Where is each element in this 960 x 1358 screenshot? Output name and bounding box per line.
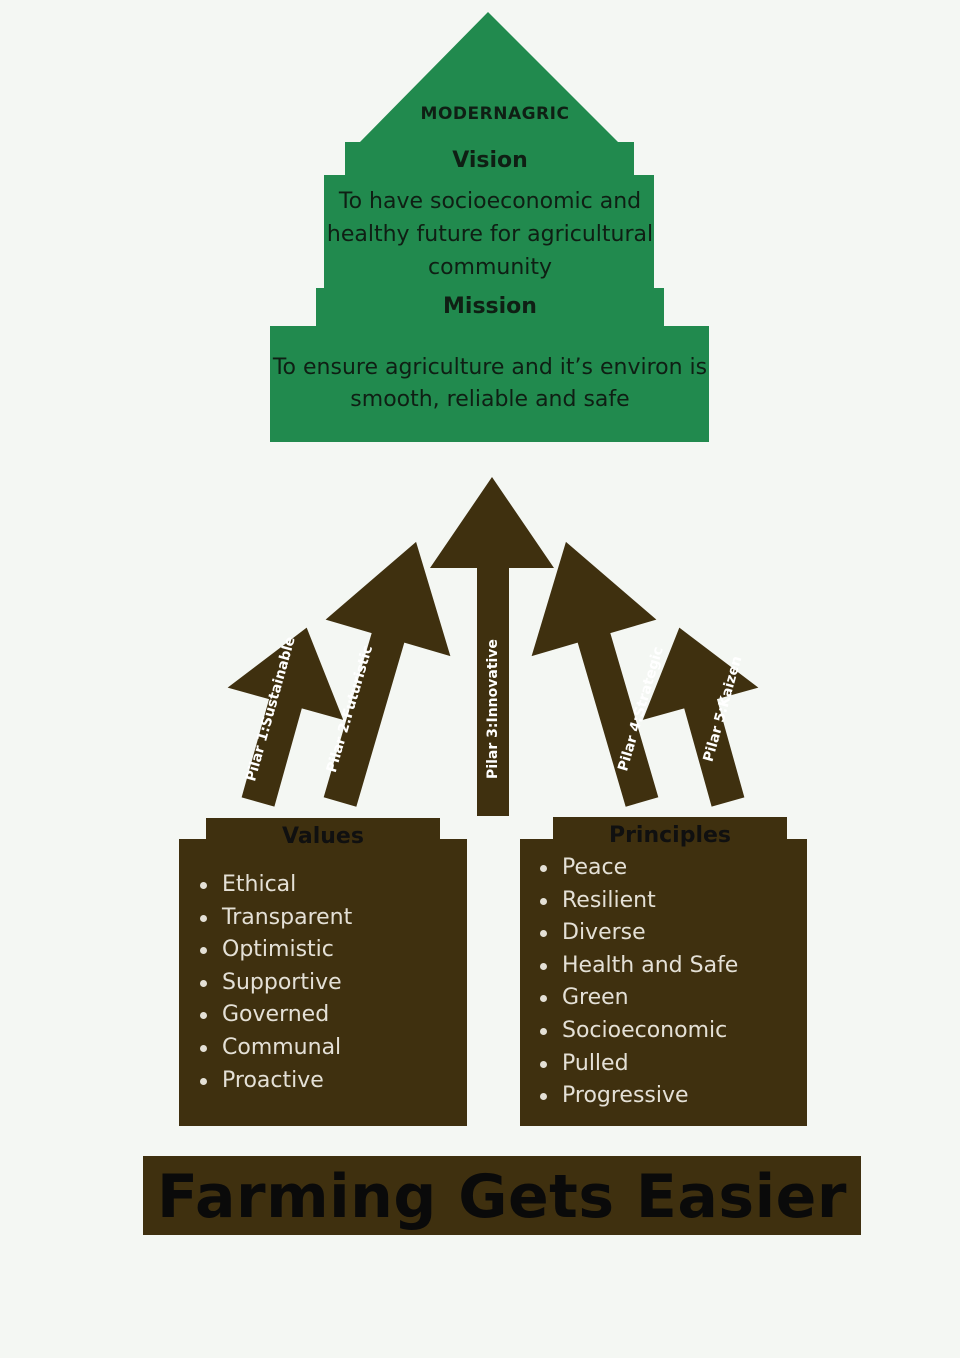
list-item: Transparent <box>200 902 352 935</box>
pillar-arrows <box>227 477 759 816</box>
vision-title: Vision <box>452 148 528 173</box>
values-title: Values <box>282 824 364 849</box>
list-item: Resilient <box>540 885 738 918</box>
footer-slogan: Farming Gets Easier <box>157 1162 847 1232</box>
list-item: Optimistic <box>200 934 352 967</box>
values-box <box>179 818 467 1126</box>
pillar-4-arrow <box>531 541 659 807</box>
pillar-3-label: Pilar 3:Innovative <box>485 639 501 779</box>
footer-banner <box>143 1156 861 1235</box>
pillar-2-arrow <box>323 541 451 807</box>
list-item: Socioeconomic <box>540 1015 738 1048</box>
house-roof <box>347 12 618 142</box>
brand-name: MODERNAGRIC <box>420 104 570 124</box>
list-item: Supportive <box>200 967 352 1000</box>
principles-box <box>520 817 807 1126</box>
pillar-5-arrow <box>642 627 759 807</box>
list-item: Health and Safe <box>540 950 738 983</box>
pillar-1-arrow <box>227 627 344 807</box>
list-item: Ethical <box>200 869 352 902</box>
list-item: Peace <box>540 852 738 885</box>
mission-title: Mission <box>443 294 537 319</box>
mission-text: To ensure agriculture and it’s environ i… <box>272 355 708 412</box>
list-item: Pulled <box>540 1048 738 1081</box>
principles-title: Principles <box>608 823 732 848</box>
vision-mission-house <box>270 12 709 442</box>
list-item: Green <box>540 982 738 1015</box>
list-item: Communal <box>200 1032 352 1065</box>
list-item: Diverse <box>540 917 738 950</box>
house-body <box>270 142 709 442</box>
list-item: Progressive <box>540 1080 738 1113</box>
list-item: Proactive <box>200 1065 352 1098</box>
vision-text: To have socioeconomic and healthy future… <box>326 189 654 280</box>
list-item: Governed <box>200 999 352 1032</box>
pillar-3-arrow <box>430 477 554 816</box>
principles-list: Peace Resilient Diverse Health and Safe … <box>540 852 738 1113</box>
values-list: Ethical Transparent Optimistic Supportiv… <box>200 869 352 1097</box>
